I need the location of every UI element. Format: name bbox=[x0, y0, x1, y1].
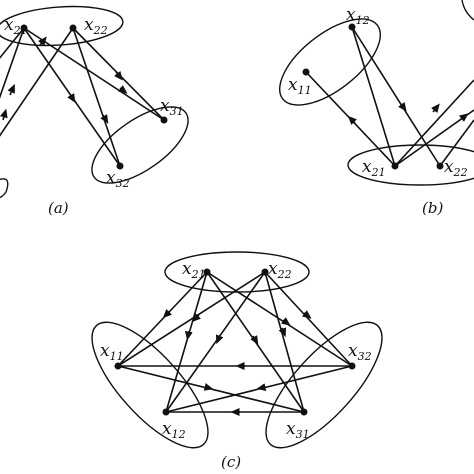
node-label-x21: x21 bbox=[182, 259, 206, 281]
node-label-x32: x32 bbox=[106, 168, 130, 190]
edge bbox=[0, 27, 25, 59]
edge bbox=[264, 271, 305, 413]
node-label-x22: x22 bbox=[268, 259, 292, 281]
edge bbox=[305, 71, 396, 167]
edge bbox=[165, 271, 208, 413]
edge bbox=[394, 79, 474, 167]
node-x22 bbox=[261, 268, 269, 276]
panel-a: x21 x22 x31 x32 (a) bbox=[0, 5, 189, 217]
group-ellipse-x1 bbox=[91, 321, 209, 449]
arrow-marker bbox=[100, 114, 109, 124]
edge bbox=[351, 26, 396, 167]
edge bbox=[72, 27, 121, 167]
node-x12 bbox=[348, 23, 356, 31]
arrow-marker bbox=[431, 103, 440, 114]
group-ellipse-x2 bbox=[347, 144, 474, 186]
group-ellipse-x3 bbox=[91, 106, 189, 184]
arrow-marker bbox=[215, 334, 224, 345]
node-x32 bbox=[348, 362, 356, 370]
node-x21 bbox=[203, 268, 211, 276]
arrow-marker bbox=[398, 102, 407, 112]
edge bbox=[165, 271, 266, 413]
arrow-marker bbox=[256, 383, 267, 392]
node-label-x21: x21 bbox=[362, 157, 386, 179]
edge bbox=[439, 119, 474, 167]
node-label-x11: x11 bbox=[100, 341, 124, 363]
panel-b: x12 x11 x21 x22 (b) bbox=[278, 0, 474, 217]
panel-c: x21 x22 x11 x32 x12 x31 (c) bbox=[91, 251, 383, 471]
node-label-x21: x21 bbox=[4, 15, 28, 37]
node-label-x12: x12 bbox=[162, 419, 186, 441]
node-x31 bbox=[160, 116, 168, 124]
group-ellipse-partial-right bbox=[461, 0, 474, 21]
node-label-x22: x22 bbox=[444, 157, 468, 179]
group-ellipse-x1 bbox=[278, 18, 382, 106]
arrow-marker bbox=[118, 85, 128, 94]
node-x22 bbox=[69, 24, 77, 32]
arrow-marker bbox=[114, 70, 123, 81]
node-label-x22: x22 bbox=[84, 15, 108, 37]
node-x11 bbox=[302, 68, 310, 76]
arrow-marker bbox=[38, 36, 47, 47]
node-label-x12: x12 bbox=[346, 5, 370, 27]
arrow-marker bbox=[191, 312, 202, 323]
panel-caption-c: (c) bbox=[221, 453, 241, 471]
node-x31 bbox=[300, 408, 308, 416]
arrow-marker bbox=[281, 317, 291, 326]
node-x32 bbox=[116, 162, 124, 170]
arrow-marker bbox=[184, 330, 193, 341]
node-x12 bbox=[162, 408, 170, 416]
arrow-marker bbox=[347, 115, 358, 126]
node-x21 bbox=[20, 24, 28, 32]
panel-caption-a: (a) bbox=[48, 199, 69, 217]
edge bbox=[351, 26, 441, 167]
arrow-marker bbox=[458, 113, 469, 122]
node-label-x11: x11 bbox=[288, 75, 312, 97]
node-x22 bbox=[436, 162, 444, 170]
edge bbox=[264, 271, 353, 367]
node-x11 bbox=[114, 362, 122, 370]
arrow-marker bbox=[250, 335, 259, 345]
panel-caption-b: (b) bbox=[422, 199, 443, 217]
edge bbox=[206, 271, 353, 367]
arrow-marker bbox=[302, 310, 312, 319]
edge bbox=[117, 271, 208, 367]
arrow-marker bbox=[162, 308, 173, 319]
arrow-marker bbox=[0, 108, 8, 121]
node-label-x31: x31 bbox=[160, 96, 184, 118]
node-x21 bbox=[391, 162, 399, 170]
group-ellipse-x3 bbox=[265, 321, 383, 449]
node-label-x32: x32 bbox=[348, 341, 372, 363]
node-label-x31: x31 bbox=[286, 419, 310, 441]
edge bbox=[23, 27, 165, 121]
group-ellipse-partial-left bbox=[0, 178, 9, 199]
arrow-marker bbox=[7, 83, 15, 96]
edge bbox=[0, 27, 74, 137]
arrow-marker bbox=[67, 93, 76, 103]
edge bbox=[117, 271, 266, 367]
arrow-marker bbox=[203, 383, 214, 391]
edge bbox=[0, 27, 25, 99]
arrow-marker bbox=[278, 327, 287, 338]
